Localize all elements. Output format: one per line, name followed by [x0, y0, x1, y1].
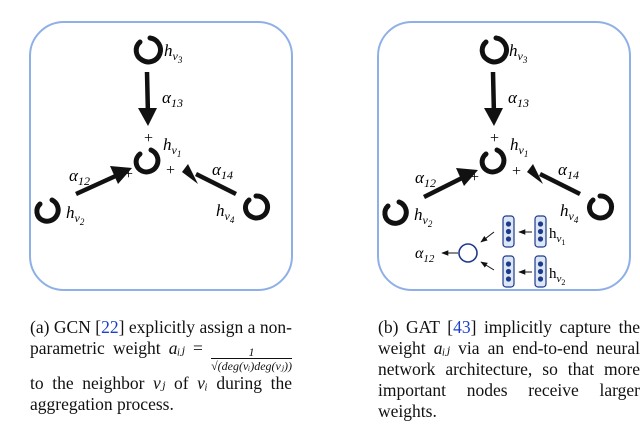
arrowhead-icon: [110, 166, 132, 184]
caption-text: ] explicitly assign a non-parametric wei…: [30, 317, 292, 358]
vector-pair-lower: hv2: [502, 255, 565, 288]
caption-text: to the neighbor: [30, 373, 153, 393]
plus-sign: +: [124, 166, 133, 183]
node-v3: hv3: [479, 35, 528, 65]
fraction-denominator: √(deg(vᵢ)deg(vⱼ)): [211, 359, 292, 373]
panel-b-border: [377, 21, 631, 291]
plus-sign: +: [512, 163, 521, 180]
math-vj: vⱼ: [153, 373, 166, 393]
citation-link[interactable]: 43: [453, 317, 471, 337]
node-v1: hv1: [133, 135, 181, 175]
fraction: 1√(deg(vᵢ)deg(vⱼ)): [211, 346, 292, 373]
plus-sign: +: [166, 162, 175, 179]
arrowhead-icon: [138, 108, 157, 126]
brush-circle-icon: [243, 193, 271, 221]
brush-circle-icon: [34, 197, 61, 224]
node-label: hv1: [510, 135, 528, 159]
brush-arrow-icon: [422, 173, 468, 200]
caption-a: (a) GCN [22] explicitly assign a non-par…: [30, 317, 292, 415]
caption-a-label: (a) GCN [: [30, 317, 102, 337]
vector-pair-upper: hv1: [502, 215, 565, 248]
attention-output-node: [458, 243, 478, 263]
vector-label: hv2: [549, 266, 565, 287]
node-label: hv4: [216, 201, 235, 225]
caption-text: =: [184, 338, 203, 358]
brush-arrow-icon: [538, 171, 582, 197]
brush-arrow-icon: [194, 171, 238, 197]
brush-arrow-icon: [75, 171, 121, 197]
panel-a: hv3 α13 hv1 + + + α12 α14 hv2 hv4: [29, 21, 293, 291]
brush-circle-icon: [133, 35, 163, 65]
plus-sign: +: [470, 169, 479, 186]
brush-circle-icon: [479, 35, 509, 65]
input-arrow: [480, 261, 495, 271]
brush-circle-icon: [133, 147, 161, 175]
node-label: hv3: [509, 41, 528, 65]
figure: hv3 α13 hv1 + + + α12 α14 hv2 hv4: [29, 21, 631, 291]
node-v4: hv4: [216, 193, 271, 225]
caption-text: during the aggregation process.: [30, 373, 292, 414]
node-label: hv2: [414, 205, 433, 229]
edge-label-13: α13: [508, 88, 529, 110]
caption-text: ] implicitly capture the weight: [378, 317, 640, 358]
arrowhead-icon: [484, 108, 503, 126]
node-label: hv3: [164, 41, 183, 65]
node-v1: hv1: [479, 135, 528, 175]
caption-text: of: [165, 373, 198, 393]
node-label: hv2: [66, 203, 85, 227]
edge-label-12: α12: [415, 168, 436, 190]
arrowhead-icon: [527, 164, 543, 184]
brush-circle-icon: [587, 193, 615, 221]
brush-circle-icon: [479, 147, 507, 175]
arrowhead-icon: [456, 168, 478, 186]
citation-link[interactable]: 22: [101, 317, 119, 337]
node-v2: hv2: [34, 197, 85, 227]
plus-sign: +: [490, 130, 499, 147]
panel-a-border: [29, 21, 293, 291]
math-a-ij: aᵢⱼ: [168, 338, 185, 358]
node-label: hv4: [560, 201, 579, 225]
edge-label-14: α14: [558, 160, 579, 182]
panel-b: hv3 α13 hv1 + + + α12 α14 hv2 hv4: [377, 21, 631, 291]
attention-output-label: α12: [415, 245, 435, 265]
plus-sign: +: [144, 130, 153, 147]
edge-label-14: α14: [212, 160, 233, 182]
fraction-numerator: 1: [211, 346, 292, 359]
attention-module: α12 hv1 hv2: [415, 215, 565, 288]
math-a-ij: aᵢⱼ: [433, 338, 450, 358]
node-label: hv1: [163, 135, 181, 159]
node-v2: hv2: [382, 199, 433, 229]
edge-label-12: α12: [69, 166, 90, 188]
arrowhead-icon: [182, 164, 198, 184]
math-vi: vᵢ: [197, 373, 208, 393]
edge-label-13: α13: [162, 88, 183, 110]
caption-text: via an end-to-end neural network archite…: [378, 338, 640, 421]
node-v4: hv4: [560, 193, 615, 225]
caption-b: (b) GAT [43] implicitly capture the weig…: [378, 317, 640, 422]
node-v3: hv3: [133, 35, 183, 65]
input-arrow: [480, 231, 495, 243]
vector-label: hv1: [549, 226, 565, 247]
brush-circle-icon: [382, 199, 409, 226]
caption-b-label: (b) GAT [: [378, 317, 454, 337]
